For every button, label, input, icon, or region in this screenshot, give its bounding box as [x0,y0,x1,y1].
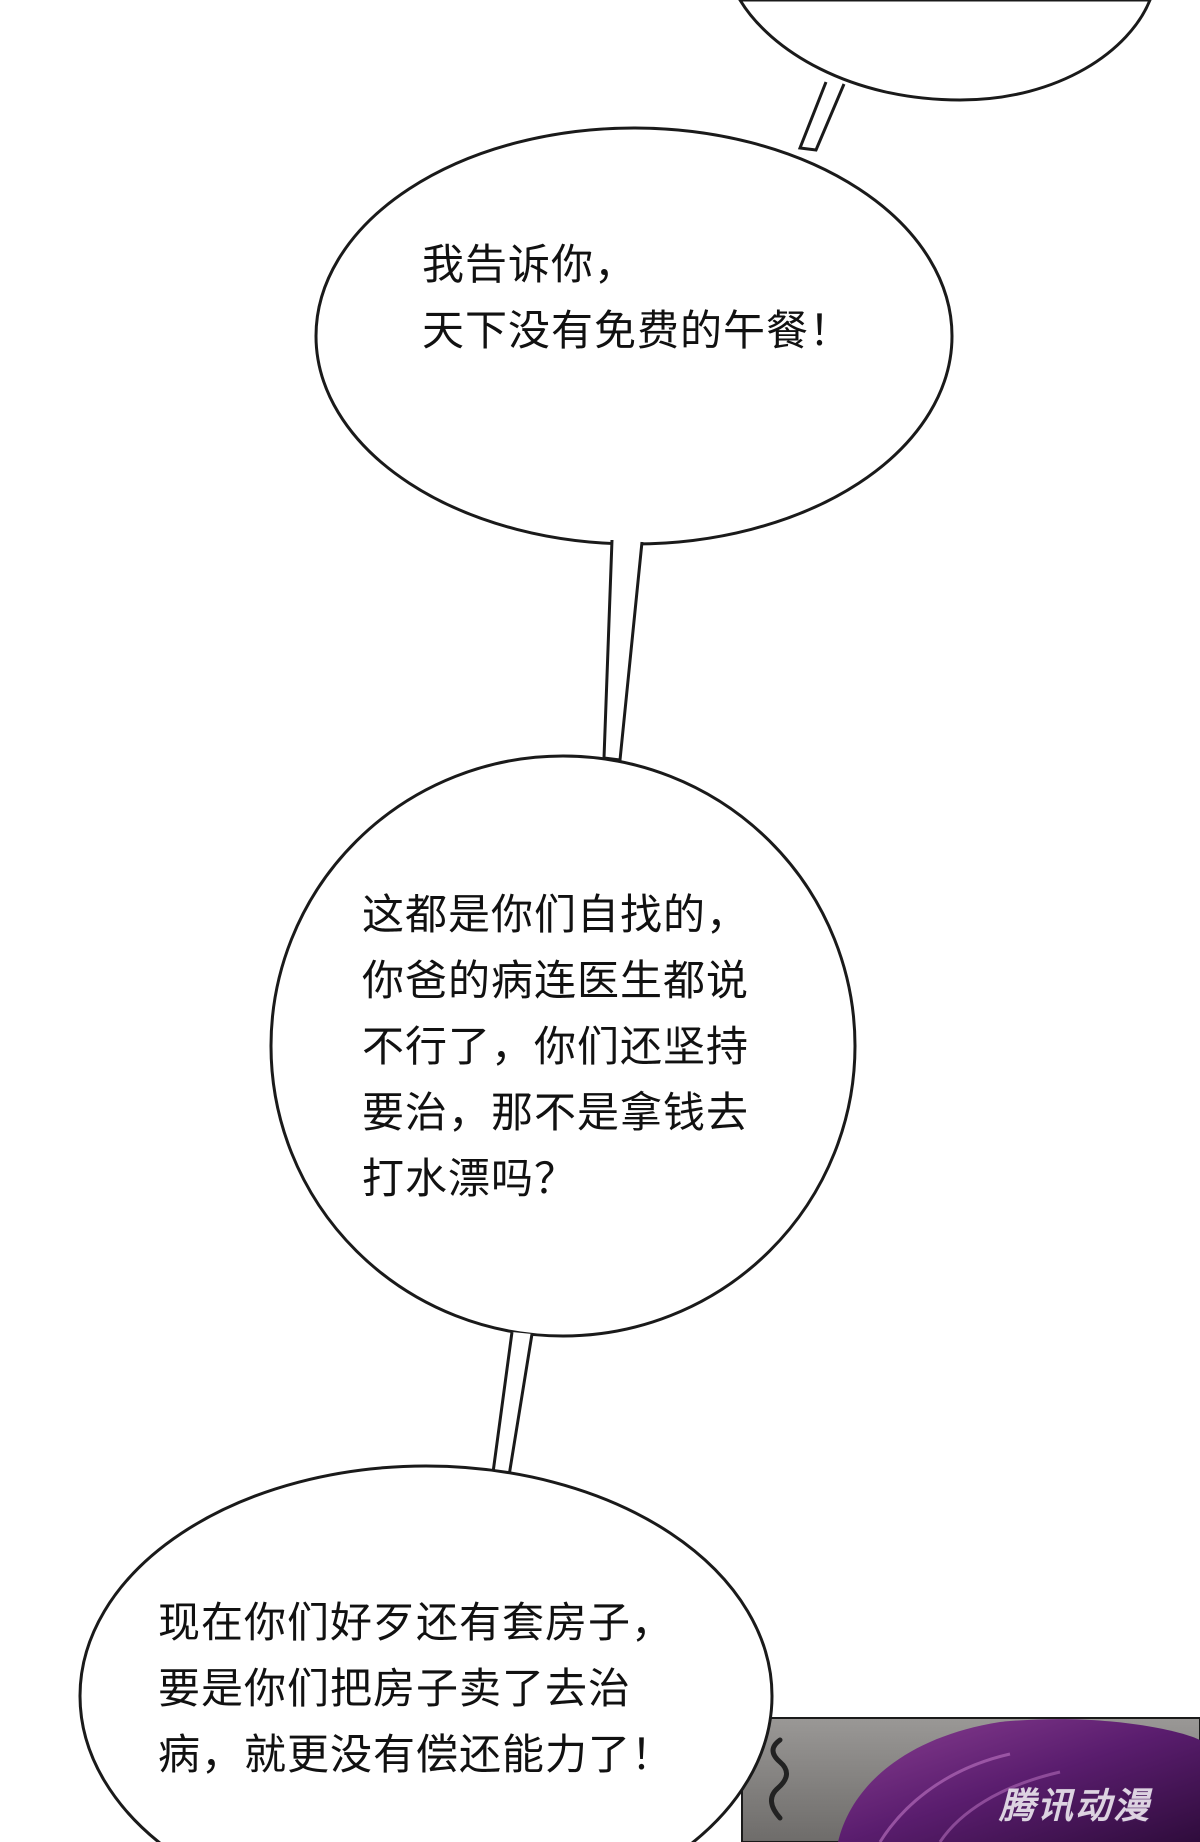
bubble-3-line: 要是你们把房子卖了去治 [158,1664,632,1713]
bubble-2-text: 这都是你们自找的， 你爸的病连医生都说 不行了，你们还坚持 要治，那不是拿钱去 … [362,882,749,1212]
bubble-2-line: 这都是你们自找的， [362,890,750,939]
bubble-2-line: 不行了，你们还坚持 [362,1022,750,1071]
bubble-1-line: 我告诉你， [422,240,638,289]
bubble-2-line: 要治，那不是拿钱去 [362,1088,750,1137]
bubble-2-line: 打水漂吗？ [362,1154,578,1203]
bubble-tail [490,1331,534,1484]
bubble-2-line: 你爸的病连医生都说 [362,956,750,1005]
speech-bubble-top [738,0,1152,102]
bubble-tail [602,539,644,762]
speech-bubble-2 [269,754,857,1338]
bubble-3-line: 现在你们好歹还有套房子， [158,1598,675,1647]
bottom-right-panel [741,1717,1200,1842]
watermark: 腾讯动漫 [998,1786,1151,1827]
bubble-3-text: 现在你们好歹还有套房子， 要是你们把房子卖了去治 病，就更没有偿还能力了！ [158,1590,674,1788]
bubble-1-text: 我告诉你， 天下没有免费的午餐！ [422,232,852,364]
speech-bubble-3 [78,1464,774,1842]
bubble-tail [797,81,846,152]
bubble-3-line: 病，就更没有偿还能力了！ [158,1730,675,1779]
bubble-1-line: 天下没有免费的午餐！ [422,306,853,355]
